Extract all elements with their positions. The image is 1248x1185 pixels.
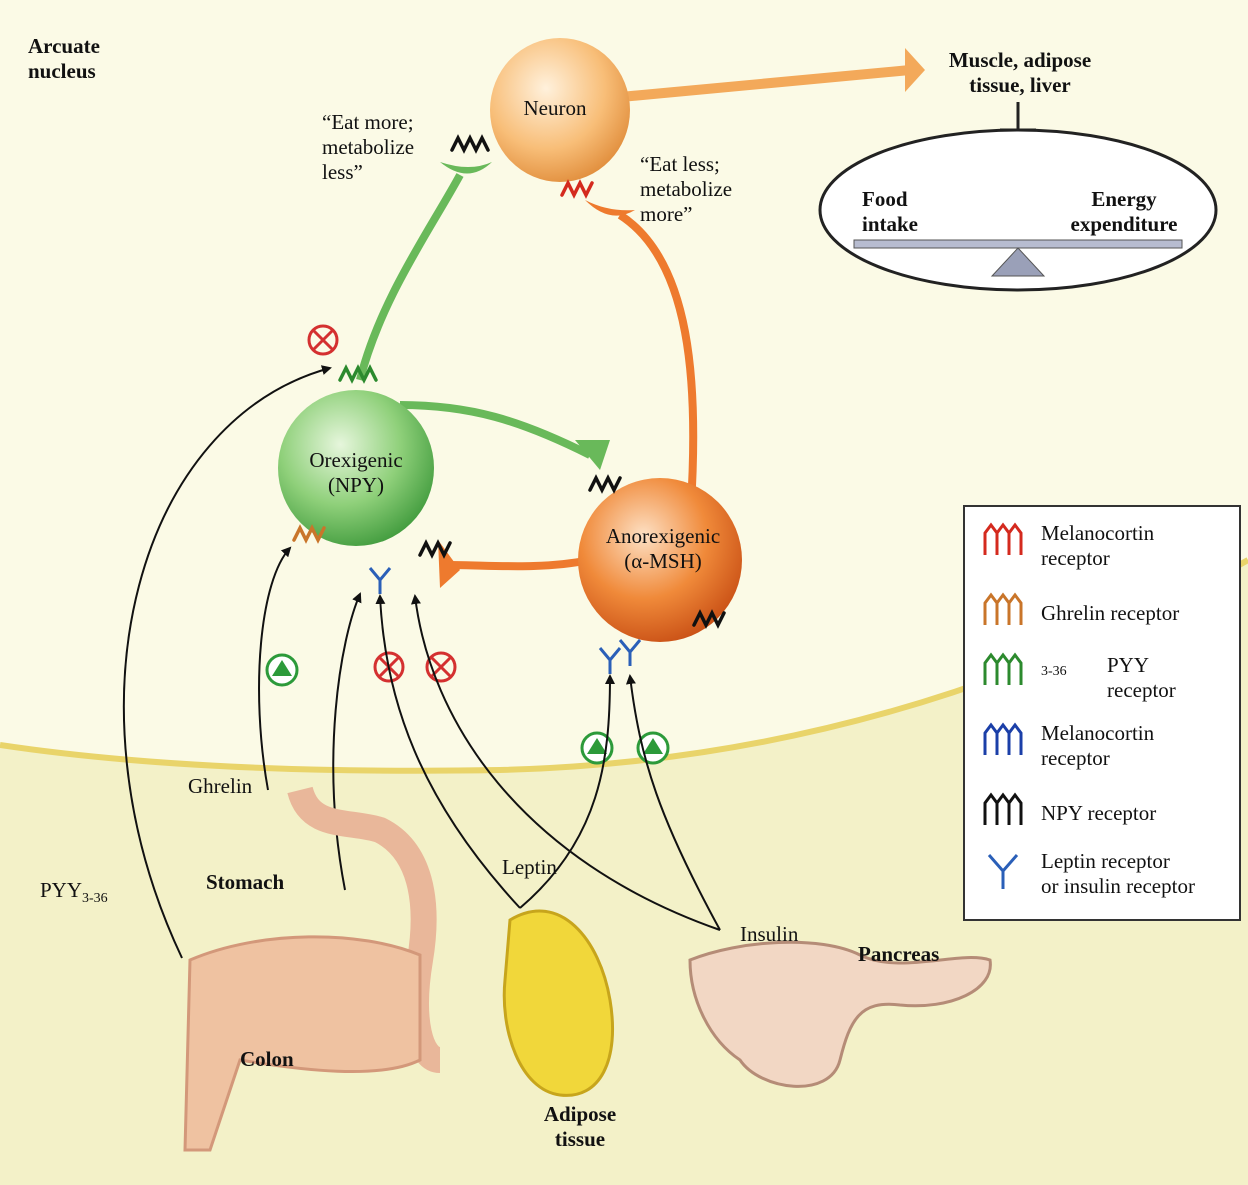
insulin-label: Insulin xyxy=(740,922,798,947)
receptor-icon xyxy=(979,591,1029,635)
legend-item: Melanocortin receptor xyxy=(975,719,1237,771)
receptor-icon xyxy=(979,721,1029,765)
legend-item: NPY receptor xyxy=(975,789,1237,841)
receptor-icon xyxy=(979,521,1029,565)
leptin-label: Leptin xyxy=(502,855,557,880)
y-receptor-icon xyxy=(979,849,1029,893)
pyy-label: PYY3-36 xyxy=(40,878,108,911)
targets-label: Muscle, adipose tissue, liver xyxy=(925,48,1115,98)
legend-item: Ghrelin receptor xyxy=(975,589,1237,641)
anorexigenic-label: Anorexigenic (α-MSH) xyxy=(588,524,738,574)
legend-item: Melanocortin receptor xyxy=(975,519,1237,571)
food-intake-label: Food intake xyxy=(862,187,918,237)
receptor-icon xyxy=(979,651,1029,695)
energy-expenditure-label: Energy expenditure xyxy=(1054,187,1194,237)
eat-more-label: “Eat more; metabolize less” xyxy=(322,110,462,185)
adipose-label: Adipose tissue xyxy=(520,1102,640,1152)
legend-box: Melanocortin receptor Ghrelin receptor P… xyxy=(963,505,1241,921)
receptor-icon xyxy=(979,791,1029,835)
legend-item: Leptin receptor or insulin receptor xyxy=(975,847,1237,899)
stomach-label: Stomach xyxy=(206,870,284,895)
colon-label: Colon xyxy=(240,1047,294,1072)
eat-less-label: “Eat less; metabolize more” xyxy=(640,152,780,227)
top-neuron-label: Neuron xyxy=(500,96,610,121)
orexigenic-label: Orexigenic (NPY) xyxy=(300,448,412,498)
ghrelin-label: Ghrelin xyxy=(188,774,252,799)
region-title: Arcuate nucleus xyxy=(28,34,100,84)
pancreas-label: Pancreas xyxy=(858,942,939,967)
